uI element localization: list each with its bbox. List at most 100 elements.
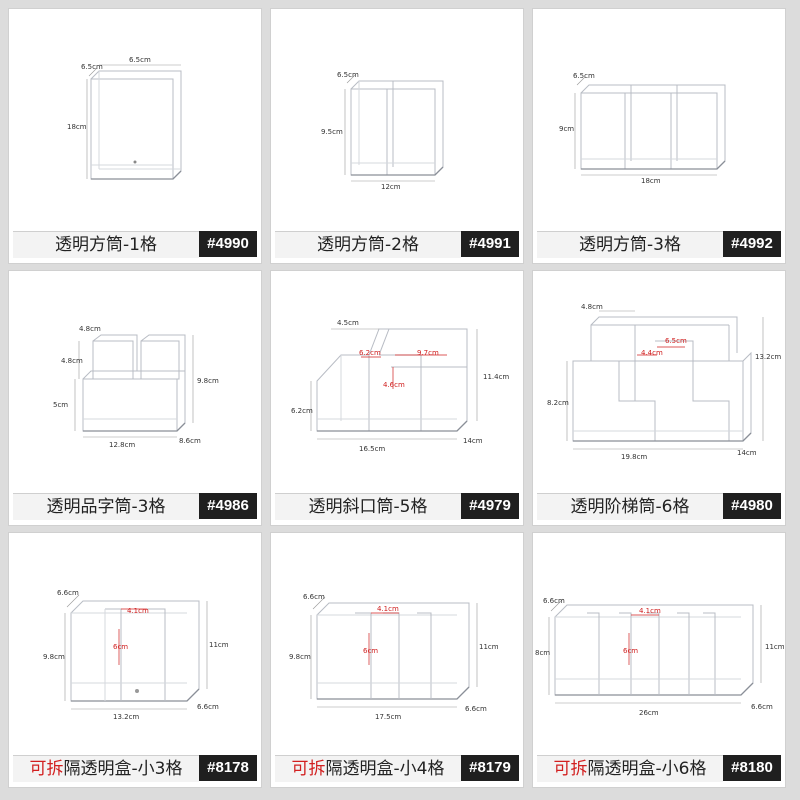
product-name: 透明品字筒-3格: [13, 493, 199, 520]
product-card[interactable]: 6.5cm 9.5cm 12cm 透明方筒-2格 #4991: [270, 8, 524, 264]
product-code: #4990: [199, 231, 257, 257]
dim-label: 6.5cm: [573, 72, 595, 80]
dim-label: 13.2cm: [113, 713, 139, 721]
dim-label: 6.6cm: [543, 597, 565, 605]
dim-label: 6cm: [363, 647, 378, 655]
product-card[interactable]: 4.8cm 6.5cm 4.4cm 13.2cm 8.2cm 19.8cm 14…: [532, 270, 786, 526]
dim-label: 13.2cm: [755, 353, 781, 361]
product-name-text: 透明阶梯筒-6格: [570, 497, 690, 517]
dim-label: 12.8cm: [109, 441, 135, 449]
dim-label: 4.8cm: [581, 303, 603, 311]
product-image: 6.6cm 4.1cm 6cm 11cm 9.8cm 17.5cm 6.6cm: [271, 533, 523, 755]
product-caption: 透明方筒-2格 #4991: [275, 231, 519, 258]
dim-label: 18cm: [67, 123, 87, 131]
dim-label: 9.8cm: [43, 653, 65, 661]
product-name: 透明方筒-2格: [275, 231, 461, 258]
dim-label: 11cm: [765, 643, 785, 651]
product-name: 可拆隔透明盒-小6格: [537, 755, 723, 782]
product-image: 4.8cm 6.5cm 4.4cm 13.2cm 8.2cm 19.8cm 14…: [533, 271, 785, 493]
product-caption: 透明方筒-3格 #4992: [537, 231, 781, 258]
dim-label: 4.5cm: [337, 319, 359, 327]
product-code: #4992: [723, 231, 781, 257]
product-name-text: 透明品字筒-3格: [46, 497, 166, 517]
product-code: #8178: [199, 755, 257, 781]
dim-label: 4.8cm: [61, 357, 83, 365]
product-name-highlight: 可拆: [29, 759, 64, 779]
product-caption: 可拆隔透明盒-小6格 #8180: [537, 755, 781, 782]
product-image: 6.6cm 4.1cm 6cm 11cm 8cm 26cm 6.6cm: [533, 533, 785, 755]
dim-label: 6.6cm: [465, 705, 487, 713]
product-image: 4.8cm 4.8cm 9.8cm 5cm 12.8cm 8.6cm: [9, 271, 261, 493]
product-image: 18cm 6.5cm 6.5cm: [9, 9, 261, 231]
dim-label: 9.5cm: [321, 128, 343, 136]
dim-label: 26cm: [639, 709, 659, 717]
dim-label: 11cm: [479, 643, 499, 651]
product-name-text: 隔透明盒-小4格: [325, 759, 445, 779]
product-name: 透明斜口筒-5格: [275, 493, 461, 520]
product-caption: 透明方筒-1格 #4990: [13, 231, 257, 258]
product-name: 透明阶梯筒-6格: [537, 493, 723, 520]
product-card[interactable]: 6.6cm 4.1cm 6cm 11cm 8cm 26cm 6.6cm 可拆隔透…: [532, 532, 786, 788]
dim-label: 6.5cm: [337, 71, 359, 79]
product-caption: 透明阶梯筒-6格 #4980: [537, 493, 781, 520]
dim-label: 14cm: [737, 449, 757, 457]
product-card[interactable]: 6.6cm 4.1cm 6cm 11cm 9.8cm 13.2cm 6.6cm …: [8, 532, 262, 788]
dim-label: 9.8cm: [289, 653, 311, 661]
dim-label: 4.4cm: [641, 349, 663, 357]
dim-label: 6.2cm: [291, 407, 313, 415]
product-name: 透明方筒-3格: [537, 231, 723, 258]
dim-label: 6.6cm: [57, 589, 79, 597]
product-card[interactable]: 6.6cm 4.1cm 6cm 11cm 9.8cm 17.5cm 6.6cm …: [270, 532, 524, 788]
product-image: 6.6cm 4.1cm 6cm 11cm 9.8cm 13.2cm 6.6cm: [9, 533, 261, 755]
product-name-text: 透明斜口筒-5格: [308, 497, 428, 517]
dim-label: 4.1cm: [639, 607, 661, 615]
product-caption: 可拆隔透明盒-小3格 #8178: [13, 755, 257, 782]
dim-label: 16.5cm: [359, 445, 385, 453]
product-caption: 透明品字筒-3格 #4986: [13, 493, 257, 520]
product-image: 4.5cm 6.2cm 9.7cm 4.6cm 11.4cm 6.2cm 16.…: [271, 271, 523, 493]
product-name-text: 透明方筒-2格: [317, 235, 419, 255]
dim-label: 14cm: [463, 437, 483, 445]
dim-label: 4.8cm: [79, 325, 101, 333]
dim-label: 8.6cm: [179, 437, 201, 445]
dim-label: 19.8cm: [621, 453, 647, 461]
dim-label: 6.5cm: [129, 56, 151, 64]
product-image: 6.5cm 9.5cm 12cm: [271, 9, 523, 231]
dim-label: 6.5cm: [81, 63, 103, 71]
product-code: #8179: [461, 755, 519, 781]
dim-label: 9cm: [559, 125, 574, 133]
product-card[interactable]: 6.5cm 9cm 18cm 透明方筒-3格 #4992: [532, 8, 786, 264]
dim-label: 6.6cm: [197, 703, 219, 711]
product-card[interactable]: 4.5cm 6.2cm 9.7cm 4.6cm 11.4cm 6.2cm 16.…: [270, 270, 524, 526]
dim-label: 8cm: [535, 649, 550, 657]
dim-label: 11cm: [209, 641, 229, 649]
dim-label: 11.4cm: [483, 373, 509, 381]
product-name-text: 隔透明盒-小6格: [587, 759, 707, 779]
dim-label: 17.5cm: [375, 713, 401, 721]
dim-label: 12cm: [381, 183, 401, 191]
dim-label: 8.2cm: [547, 399, 569, 407]
product-name: 可拆隔透明盒-小4格: [275, 755, 461, 782]
dim-label: 9.8cm: [197, 377, 219, 385]
dim-label: 6.6cm: [303, 593, 325, 601]
product-code: #8180: [723, 755, 781, 781]
dim-label: 4.1cm: [377, 605, 399, 613]
product-name: 透明方筒-1格: [13, 231, 199, 258]
dim-label: 6.6cm: [751, 703, 773, 711]
product-card[interactable]: 4.8cm 4.8cm 9.8cm 5cm 12.8cm 8.6cm 透明品字筒…: [8, 270, 262, 526]
dim-label: 6.5cm: [665, 337, 687, 345]
dim-label: 9.7cm: [417, 349, 439, 357]
product-code: #4991: [461, 231, 519, 257]
dim-label: 6cm: [623, 647, 638, 655]
product-name-text: 隔透明盒-小3格: [63, 759, 183, 779]
product-card[interactable]: 18cm 6.5cm 6.5cm 透明方筒-1格 #4990: [8, 8, 262, 264]
product-caption: 透明斜口筒-5格 #4979: [275, 493, 519, 520]
dim-label: 4.6cm: [383, 381, 405, 389]
dim-label: 5cm: [53, 401, 68, 409]
dim-label: 4.1cm: [127, 607, 149, 615]
product-name-highlight: 可拆: [291, 759, 326, 779]
product-code: #4986: [199, 493, 257, 519]
product-name-text: 透明方筒-3格: [579, 235, 681, 255]
dim-label: 6.2cm: [359, 349, 381, 357]
